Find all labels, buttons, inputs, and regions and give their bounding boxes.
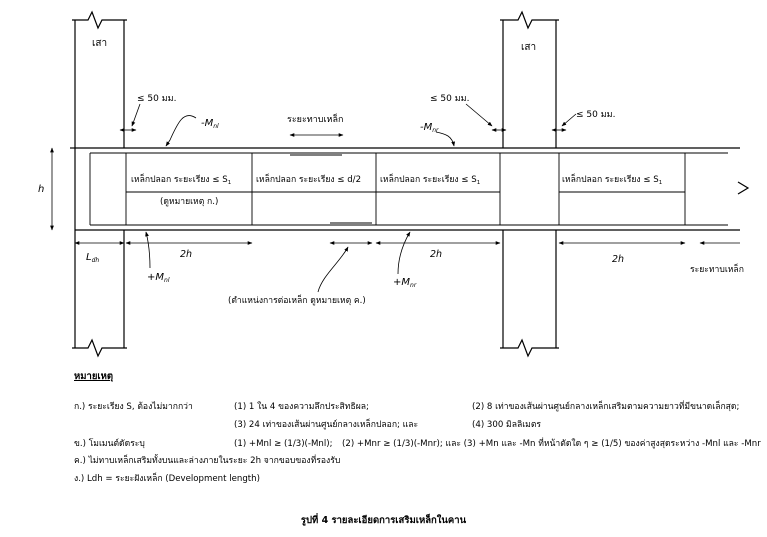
- gap-50-mid-leader: [465, 103, 493, 127]
- reinforcement-bars: [89, 152, 728, 226]
- moment-pos-right-arrow: [397, 231, 411, 275]
- beam-reinforcement-diagram: เสา เสา ≤ 50 มม. ≤ 50 มม. ≤ 50 มม. -Mnl …: [38, 10, 750, 358]
- gap-50-left: ≤ 50 มม.: [137, 94, 176, 104]
- splice-label-right: ระยะทาบเหล็ก: [690, 263, 744, 275]
- column-label-right: เสา: [521, 42, 536, 53]
- note-b1: (1) +Mnl ≥ (1/3)(-Mnl);: [234, 439, 333, 449]
- notes-title: หมายเหตุ: [74, 371, 114, 382]
- stirrup-zone-2: เหล็กปลอก ระยะเรียง ≤ d/2: [256, 173, 361, 185]
- note-a1: (1) 1 ใน 4 ของความลึกประสิทธิผล;: [234, 402, 369, 412]
- length-2h-3: 2h: [612, 254, 624, 265]
- note-a-label: ก.) ระยะเรียง S, ต้องไม่มากกว่า: [74, 402, 193, 412]
- moment-pos-left-arrow: [145, 231, 151, 269]
- splice-location-arrow: [317, 246, 349, 293]
- figure-caption: รูปที่ 4 รายละเอียดการเสริมเหล็กในคาน: [300, 515, 467, 526]
- note-d: ง.) Ldh = ระยะฝังเหล็ก (Development leng…: [74, 474, 260, 484]
- note-a4: (4) 300 มิลลิเมตร: [472, 420, 542, 430]
- note-b2: (2) +Mnr ≥ (1/3)(-Mnr); และ (3) +Mn และ …: [342, 439, 761, 449]
- splice-label: ระยะทาบเหล็ก: [287, 112, 343, 125]
- gap-50-mid: ≤ 50 มม.: [430, 94, 469, 104]
- moment-neg-left: -Mnl: [201, 118, 219, 130]
- note-c: ค.) ไม่ทาบเหล็กเสริมทั้งบนและล่างภายในระ…: [74, 456, 341, 466]
- stirrup-zone-dividers: [125, 153, 686, 225]
- stirrup-zone-3: เหล็กปลอก ระยะเรียง ≤ S1: [380, 173, 480, 186]
- note-a3: (3) 24 เท่าของเส้นผ่านศูนย์กลางเหล็กปลอก…: [234, 420, 419, 430]
- moment-neg-right: -Mnr: [420, 122, 439, 134]
- height-label: h: [38, 184, 44, 195]
- moment-neg-left-arrow: [165, 115, 197, 147]
- moment-neg-right-arrow: [435, 131, 456, 147]
- column-label-left: เสา: [92, 38, 107, 49]
- left-column: [70, 10, 127, 358]
- length-2h-1: 2h: [180, 249, 192, 260]
- note-b-label: ข.) โมเมนต์ดัดระบุ: [74, 439, 145, 449]
- length-2h-2: 2h: [430, 249, 442, 260]
- moment-pos-right: +Mnr: [393, 277, 417, 289]
- stirrup-zone-1: เหล็กปลอก ระยะเรียง ≤ S1: [131, 173, 231, 186]
- right-column: [500, 10, 559, 358]
- stirrup-zone-4: เหล็กปลอก ระยะเรียง ≤ S1: [562, 173, 662, 186]
- gap-50-left-leader: [131, 103, 141, 127]
- splice-location-label: (ตำแหน่งการต่อเหล็ก ดูหมายเหตุ ค.): [228, 294, 366, 306]
- moment-pos-left: +Mnl: [147, 272, 170, 284]
- beam: [74, 147, 750, 231]
- stirrup-zone-1-note: (ดูหมายเหตุ ก.): [160, 197, 218, 207]
- note-a2: (2) 8 เท่าของเส้นผ่านศูนย์กลางเหล็กเสริม…: [472, 402, 740, 412]
- ldh-label: Ldh: [86, 252, 99, 264]
- gap-50-right: ≤ 50 มม.: [576, 110, 615, 120]
- gap-50-right-leader: [561, 113, 577, 127]
